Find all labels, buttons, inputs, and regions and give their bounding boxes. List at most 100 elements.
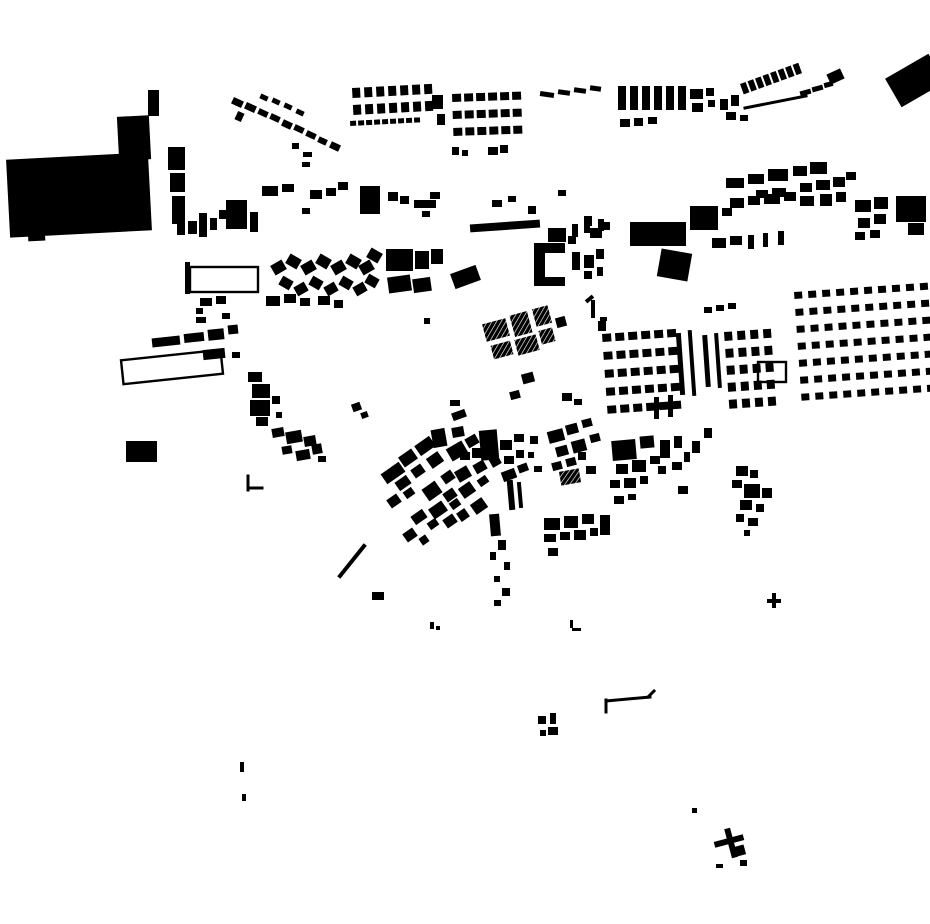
building-footprint	[442, 487, 458, 503]
building-footprint	[448, 497, 462, 511]
building-footprint	[494, 600, 501, 606]
building-footprint	[811, 84, 824, 93]
building-footprint	[546, 428, 566, 444]
building-footprint	[597, 267, 603, 276]
building-footprint	[465, 127, 475, 136]
building-footprint	[305, 130, 317, 140]
building-footprint	[428, 500, 448, 520]
building-footprint	[762, 73, 772, 87]
building-footprint	[600, 515, 610, 535]
building-footprint	[744, 530, 750, 536]
building-footprint	[624, 478, 636, 488]
building-footprint	[777, 68, 787, 81]
building-footprint	[821, 289, 831, 298]
building-footprint	[584, 221, 590, 233]
building-footprint	[799, 376, 809, 384]
building-footprint	[564, 422, 580, 436]
building-footprint	[655, 347, 665, 357]
building-footprint	[350, 120, 357, 126]
building-footprint	[852, 321, 861, 329]
building-footprint	[464, 110, 474, 119]
building-footprint	[490, 552, 496, 560]
building-footprint	[487, 92, 498, 101]
building-footprint	[478, 429, 500, 461]
building-footprint	[885, 53, 930, 108]
building-footprint	[849, 287, 859, 296]
building-footprint	[364, 103, 374, 115]
building-footprint	[910, 351, 919, 360]
hatched-building-footprint	[538, 327, 556, 345]
building-footprint	[765, 362, 774, 373]
building-footprint	[687, 329, 697, 397]
building-footprint	[627, 331, 638, 341]
building-footprint	[421, 480, 443, 502]
building-footprint	[475, 92, 486, 102]
thin-structure-line	[645, 688, 657, 700]
building-footprint	[414, 200, 436, 208]
building-footprint	[764, 345, 773, 356]
building-footprint	[778, 231, 784, 245]
building-footprint	[870, 230, 880, 238]
building-footprint	[589, 85, 602, 92]
building-footprint	[716, 864, 723, 868]
building-footprint	[616, 464, 628, 474]
building-footprint	[851, 304, 860, 313]
building-footprint	[756, 190, 768, 198]
building-footprint	[796, 325, 805, 333]
building-footprint	[168, 147, 185, 170]
building-footprint	[278, 275, 294, 291]
building-footprint	[824, 323, 833, 331]
building-footprint	[425, 451, 445, 469]
building-footprint	[614, 332, 625, 342]
building-footprint	[365, 119, 373, 126]
building-footprint	[812, 358, 822, 366]
building-footprint	[148, 90, 159, 116]
building-footprint	[669, 364, 679, 374]
building-footprint	[472, 448, 484, 458]
building-footprint	[431, 249, 443, 264]
building-footprint	[654, 86, 662, 110]
building-footprint	[863, 286, 873, 295]
building-footprint	[704, 428, 712, 438]
building-footprint	[308, 275, 324, 291]
building-footprint	[798, 359, 808, 367]
building-footprint	[472, 459, 488, 475]
building-footprint	[658, 401, 669, 411]
building-footprint	[170, 173, 185, 192]
building-footprint	[376, 103, 386, 114]
row-house-grid	[351, 83, 434, 115]
building-footprint	[500, 109, 510, 118]
building-footprint	[326, 188, 336, 196]
building-footprint	[728, 303, 736, 309]
building-footprint	[922, 316, 930, 325]
building-footprint	[151, 335, 181, 348]
building-footprint	[538, 716, 546, 724]
building-footprint	[534, 277, 565, 286]
building-footprint	[645, 402, 656, 412]
building-footprint	[477, 126, 487, 136]
building-footprint	[632, 460, 646, 472]
building-footprint	[412, 276, 432, 294]
building-footprint	[460, 452, 470, 460]
building-footprint	[877, 285, 887, 294]
building-footprint	[442, 513, 458, 529]
building-footprint	[387, 85, 397, 97]
building-footprint	[216, 296, 226, 304]
building-footprint	[730, 236, 742, 245]
building-footprint	[271, 427, 285, 438]
building-footprint	[835, 288, 845, 297]
thin-structure-line	[604, 695, 652, 703]
building-footprint	[500, 440, 512, 450]
building-footprint	[528, 206, 536, 214]
building-footprint	[855, 372, 865, 380]
building-footprint	[360, 410, 369, 420]
building-footprint	[330, 259, 347, 276]
building-footprint	[706, 88, 714, 96]
thin-structure-line	[743, 94, 808, 110]
building-footprint	[557, 89, 571, 96]
building-footprint	[675, 332, 686, 396]
building-footprint	[816, 180, 830, 190]
building-footprint	[513, 125, 523, 134]
building-footprint	[498, 540, 506, 550]
